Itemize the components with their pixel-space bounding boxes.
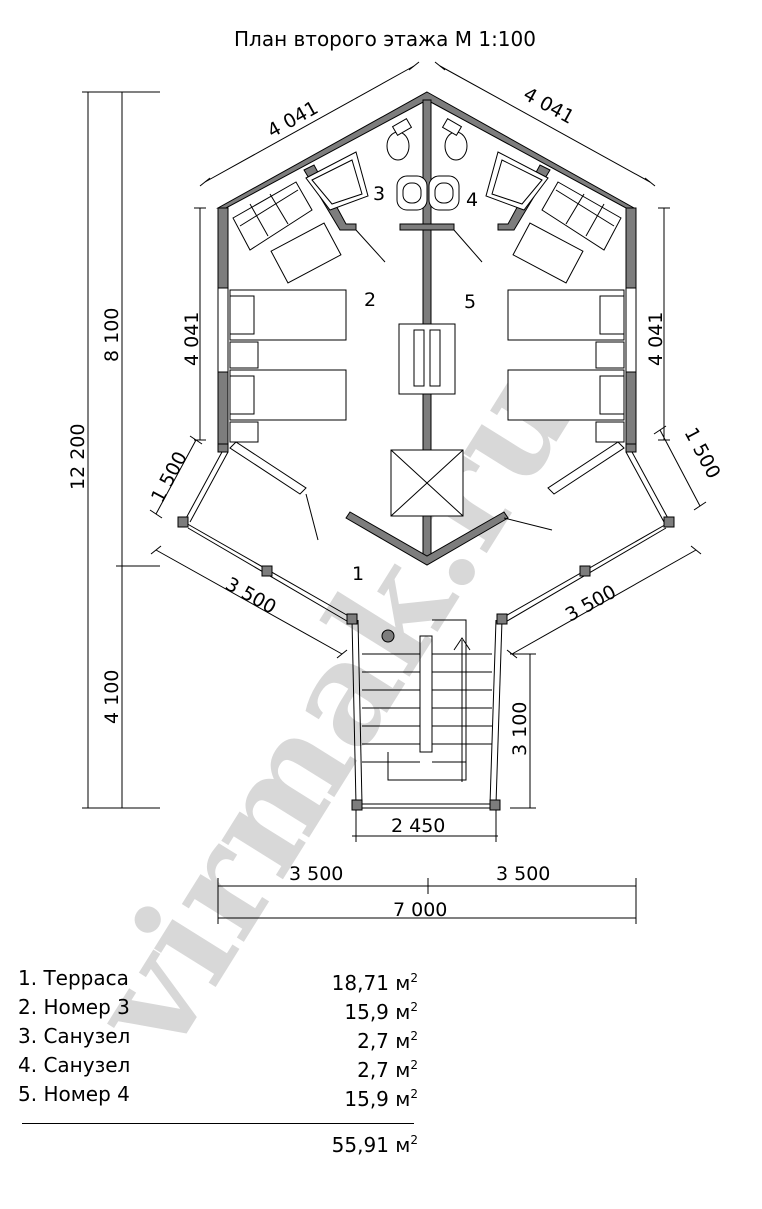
dimension-lines xyxy=(82,61,707,924)
legend-row: 3. Санузел 2,7 м2 xyxy=(18,1022,418,1053)
table-right xyxy=(512,222,584,284)
dim-upper-height: 8 100 xyxy=(101,308,123,362)
dim-upper-right-diag: 4 041 xyxy=(520,83,578,129)
dim-total-width: 7 000 xyxy=(393,899,447,921)
railing-posts xyxy=(177,516,675,811)
staircase xyxy=(362,619,492,782)
legend-row: 1. Терраса 18,71 м2 xyxy=(18,964,418,995)
sofa-left xyxy=(232,181,313,251)
beds-right xyxy=(507,289,625,443)
dim-upper-left-diag: 4 041 xyxy=(264,97,322,143)
legend-row: 5. Номер 4 15,9 м2 xyxy=(18,1080,418,1111)
legend-room-area: 15,9 м2 xyxy=(344,1087,418,1111)
lower-v-wall xyxy=(345,511,509,566)
room-number-5: 5 xyxy=(464,291,476,313)
table-left xyxy=(270,222,342,284)
legend-row: 4. Санузел 2,7 м2 xyxy=(18,1051,418,1082)
shower-right xyxy=(485,151,549,211)
room-number-2: 2 xyxy=(364,289,376,311)
legend-room-area: 18,71 м2 xyxy=(331,971,418,995)
total-area: 55,91 м2 xyxy=(331,1133,418,1157)
legend-room-name: 5. Номер 4 xyxy=(18,1082,130,1106)
room-legend: 1. Терраса 18,71 м2 2. Номер 3 15,9 м2 3… xyxy=(18,964,418,1111)
legend-room-name: 4. Санузел xyxy=(18,1053,131,1077)
plan-title: План второго этажа М 1:100 xyxy=(234,27,536,51)
central-cabinet xyxy=(398,323,456,395)
dim-lower-left-diag: 3 500 xyxy=(222,573,280,619)
door-swings xyxy=(305,493,553,541)
room-number-1: 1 xyxy=(352,563,364,585)
dim-right-wall: 4 041 xyxy=(645,312,667,366)
dim-half-width-right: 3 500 xyxy=(496,863,550,885)
dim-lower-right-diag: 3 500 xyxy=(562,581,620,627)
dim-lower-height: 4 100 xyxy=(101,670,123,724)
stair-start-icon xyxy=(381,629,395,643)
legend-room-area: 15,9 м2 xyxy=(344,1000,418,1024)
dim-total-height: 12 200 xyxy=(67,424,89,490)
shower-left xyxy=(305,151,369,211)
box-x-icon xyxy=(390,449,464,517)
legend-room-name: 2. Номер 3 xyxy=(18,995,130,1019)
sink-icon xyxy=(396,175,460,211)
dim-stair-height: 3 100 xyxy=(509,702,531,756)
legend-room-area: 2,7 м2 xyxy=(357,1058,418,1082)
room-number-3: 3 xyxy=(373,183,385,205)
beds-left xyxy=(229,289,347,443)
legend-divider xyxy=(22,1123,414,1124)
dim-left-wall: 4 041 xyxy=(181,312,203,366)
toilet-icon xyxy=(386,117,468,161)
bathroom-doors xyxy=(355,229,483,263)
dim-left-small: 1 500 xyxy=(147,448,192,506)
sofa-right xyxy=(541,181,622,251)
exterior-walls xyxy=(216,91,637,453)
legend-room-name: 1. Терраса xyxy=(18,966,129,990)
legend-room-name: 3. Санузел xyxy=(18,1024,131,1048)
dim-half-width-left: 3 500 xyxy=(289,863,343,885)
legend-row: 2. Номер 3 15,9 м2 xyxy=(18,993,418,1024)
legend-room-area: 2,7 м2 xyxy=(357,1029,418,1053)
dim-stair-width: 2 450 xyxy=(391,815,445,837)
room-number-4: 4 xyxy=(466,189,478,211)
dim-right-small: 1 500 xyxy=(680,424,725,482)
terrace-doors xyxy=(229,441,625,495)
